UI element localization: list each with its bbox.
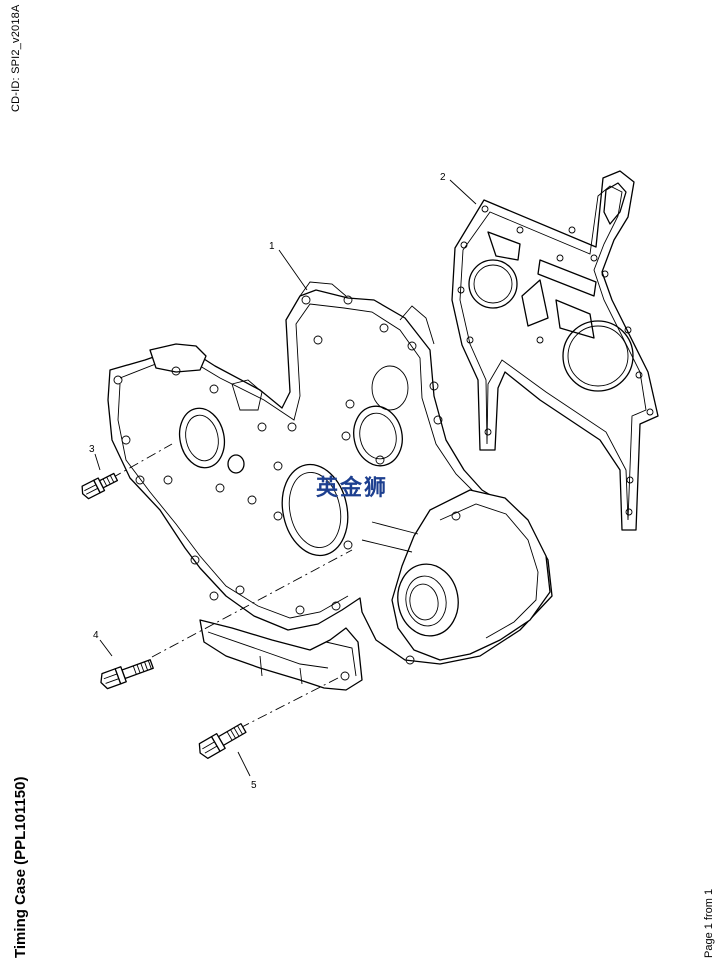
bolt-part-4 (100, 659, 154, 690)
callout-1: 1 (269, 241, 275, 252)
callout-4: 4 (93, 630, 99, 641)
leader-lines (94, 179, 477, 777)
callout-2: 2 (440, 172, 446, 183)
watermark-logo: 英金狮 (316, 476, 389, 501)
callout-3: 3 (89, 444, 95, 455)
gasket-part-2 (451, 170, 659, 531)
callout-5: 5 (251, 780, 257, 791)
bolt-part-3 (81, 472, 119, 500)
bolt-part-5 (198, 723, 247, 760)
timing-case-part-1 (107, 281, 553, 691)
